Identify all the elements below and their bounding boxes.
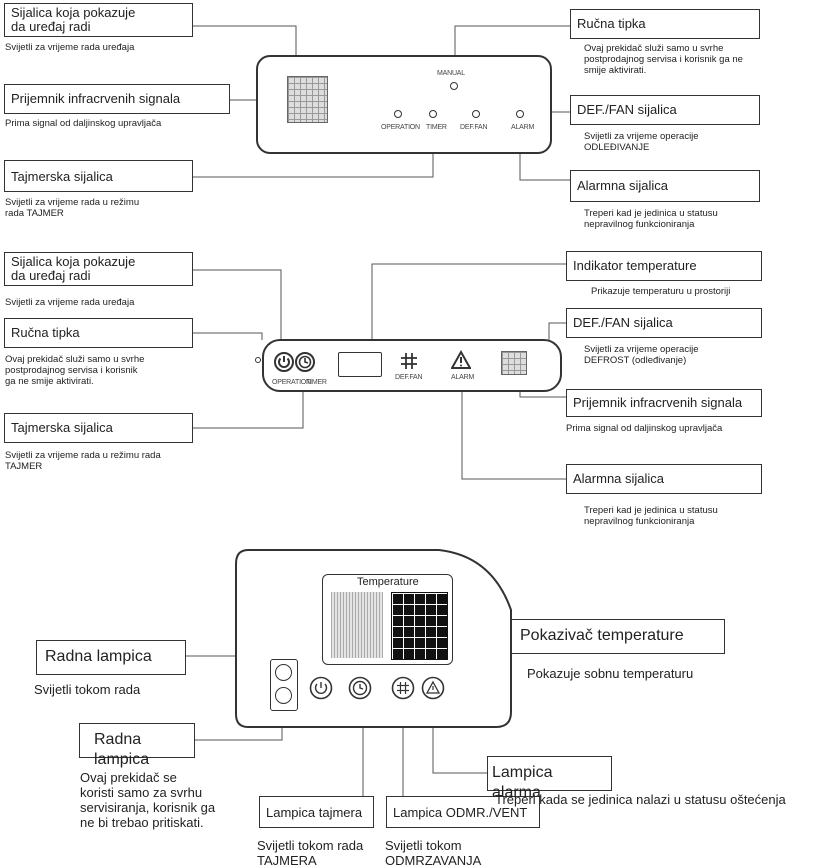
power-icon-2 bbox=[274, 352, 294, 372]
panel1-alarm-label: ALARM bbox=[511, 124, 535, 131]
temperature-indicator-2 bbox=[338, 352, 382, 377]
panel2-alarm-label: ALARM bbox=[451, 374, 475, 381]
manual-button-3[interactable] bbox=[270, 659, 298, 711]
desc-temp-display-3: Pokazuje sobnu temperaturu bbox=[527, 666, 694, 681]
desc-def-fan-lamp-2: Svijetli za vrijeme operacije DEFROST (o… bbox=[584, 344, 699, 366]
callout-manual-button-1: Ručna tipka bbox=[570, 9, 760, 39]
ir-receiver-window-2 bbox=[501, 351, 527, 375]
panel2-operation-label: OPERATION bbox=[272, 379, 311, 386]
alarm-triangle-icon-3 bbox=[421, 676, 445, 700]
callout-ir-receiver-2: Prijemnik infracrvenih signala bbox=[566, 389, 762, 417]
temperature-label: Temperature bbox=[357, 576, 419, 588]
callout-manual-button-3: Radna lampica bbox=[79, 723, 195, 768]
desc-alarm-lamp-2: Treperi kad je jedinica u statusu neprav… bbox=[584, 505, 718, 527]
desc-timer-lamp-2: Svijetli za vrijeme rada u režimu rada T… bbox=[5, 450, 161, 472]
manual-button-3-bottom bbox=[275, 687, 292, 704]
callout-alarm-lamp-3: Lampica alarma bbox=[487, 756, 612, 801]
panel1-timer-label: TIMER bbox=[426, 124, 447, 131]
temperature-display-frame bbox=[322, 574, 453, 665]
panel1-def-fan-label: DEF.FAN bbox=[460, 124, 488, 131]
desc-manual-button-2: Ovaj prekidač služi samo u svrhe postpro… bbox=[5, 354, 145, 387]
power-icon-3 bbox=[309, 676, 333, 700]
temperature-display-dim bbox=[331, 592, 383, 658]
desc-manual-button-1: Ovaj prekidač služi samo u svrhe postpro… bbox=[584, 43, 743, 76]
snowflake-icon-2 bbox=[400, 352, 418, 370]
desc-temp-indicator-2: Prikazuje temperaturu u prostoriji bbox=[591, 286, 731, 297]
callout-defrost-lamp-3: Lampica ODMR./VENT bbox=[386, 796, 540, 828]
desc-defrost-lamp-3: Svijetli tokom ODMRZAVANJA bbox=[385, 838, 482, 868]
callout-temp-display-3: Pokazivač temperature bbox=[511, 619, 725, 654]
desc-alarm-lamp-1: Treperi kad je jedinica u statusu neprav… bbox=[584, 208, 718, 230]
panel2-def-fan-label: DEF.FAN bbox=[395, 374, 423, 381]
desc-operation-lamp-3: Svijetli tokom rada bbox=[34, 682, 141, 697]
desc-manual-button-3: Ovaj prekidač se koristi samo za svrhu s… bbox=[80, 770, 216, 830]
desc-operation-lamp-1: Svijetli za vrijeme rada uređaja bbox=[5, 42, 135, 53]
callout-manual-button-2: Ručna tipka bbox=[4, 318, 193, 348]
temperature-display-lit bbox=[391, 592, 448, 660]
callout-operation-lamp-3: Radna lampica bbox=[36, 640, 186, 675]
panel1-manual-label: MANUAL bbox=[437, 70, 465, 77]
callout-operation-lamp-2: Sijalica koja pokazuje da uređaj radi bbox=[4, 252, 193, 286]
timer-led-1 bbox=[429, 110, 437, 118]
clock-icon-2 bbox=[295, 352, 315, 372]
desc-timer-lamp-1: Svijetli za vrijeme rada u režimu rada T… bbox=[5, 197, 140, 219]
def-fan-led-1 bbox=[472, 110, 480, 118]
callout-def-fan-lamp-1: DEF./FAN sijalica bbox=[570, 95, 760, 125]
callout-alarm-lamp-1: Alarmna sijalica bbox=[570, 170, 760, 202]
clock-icon-3 bbox=[348, 676, 372, 700]
callout-alarm-lamp-2: Alarmna sijalica bbox=[566, 464, 762, 494]
ir-receiver-window-1 bbox=[287, 76, 328, 123]
manual-button-2[interactable] bbox=[255, 357, 261, 363]
manual-button-3-top bbox=[275, 664, 292, 681]
alarm-triangle-icon-2 bbox=[451, 350, 471, 370]
alarm-led-1 bbox=[516, 110, 524, 118]
snowflake-icon-3 bbox=[391, 676, 415, 700]
desc-alarm-lamp-3: Treperi kada se jedinica nalazi u status… bbox=[495, 792, 786, 807]
callout-temp-indicator-2: Indikator temperature bbox=[566, 251, 762, 281]
manual-button-1[interactable] bbox=[450, 82, 458, 90]
desc-def-fan-lamp-1: Svijetli za vrijeme operacije ODLEĐIVANJ… bbox=[584, 131, 699, 153]
operation-led-1 bbox=[394, 110, 402, 118]
callout-timer-lamp-2: Tajmerska sijalica bbox=[4, 413, 193, 443]
desc-operation-lamp-2: Svijetli za vrijeme rada uređaja bbox=[5, 297, 135, 308]
desc-ir-receiver-2: Prima signal od daljinskog upravljača bbox=[566, 423, 723, 434]
desc-timer-lamp-3: Svijetli tokom rada TAJMERA bbox=[257, 838, 364, 868]
callout-operation-lamp-1: Sijalica koja pokazuje da uređaj radi bbox=[4, 3, 193, 37]
panel1-operation-label: OPERATION bbox=[381, 124, 420, 131]
callout-ir-receiver-1: Prijemnik infracrvenih signala bbox=[4, 84, 230, 114]
callout-timer-lamp-1: Tajmerska sijalica bbox=[4, 160, 193, 192]
callout-timer-lamp-3: Lampica tajmera bbox=[259, 796, 374, 828]
panel2-timer-label: TIMER bbox=[306, 379, 327, 386]
callout-def-fan-lamp-2: DEF./FAN sijalica bbox=[566, 308, 762, 338]
desc-ir-receiver-1: Prima signal od daljinskog upravljača bbox=[5, 118, 162, 129]
